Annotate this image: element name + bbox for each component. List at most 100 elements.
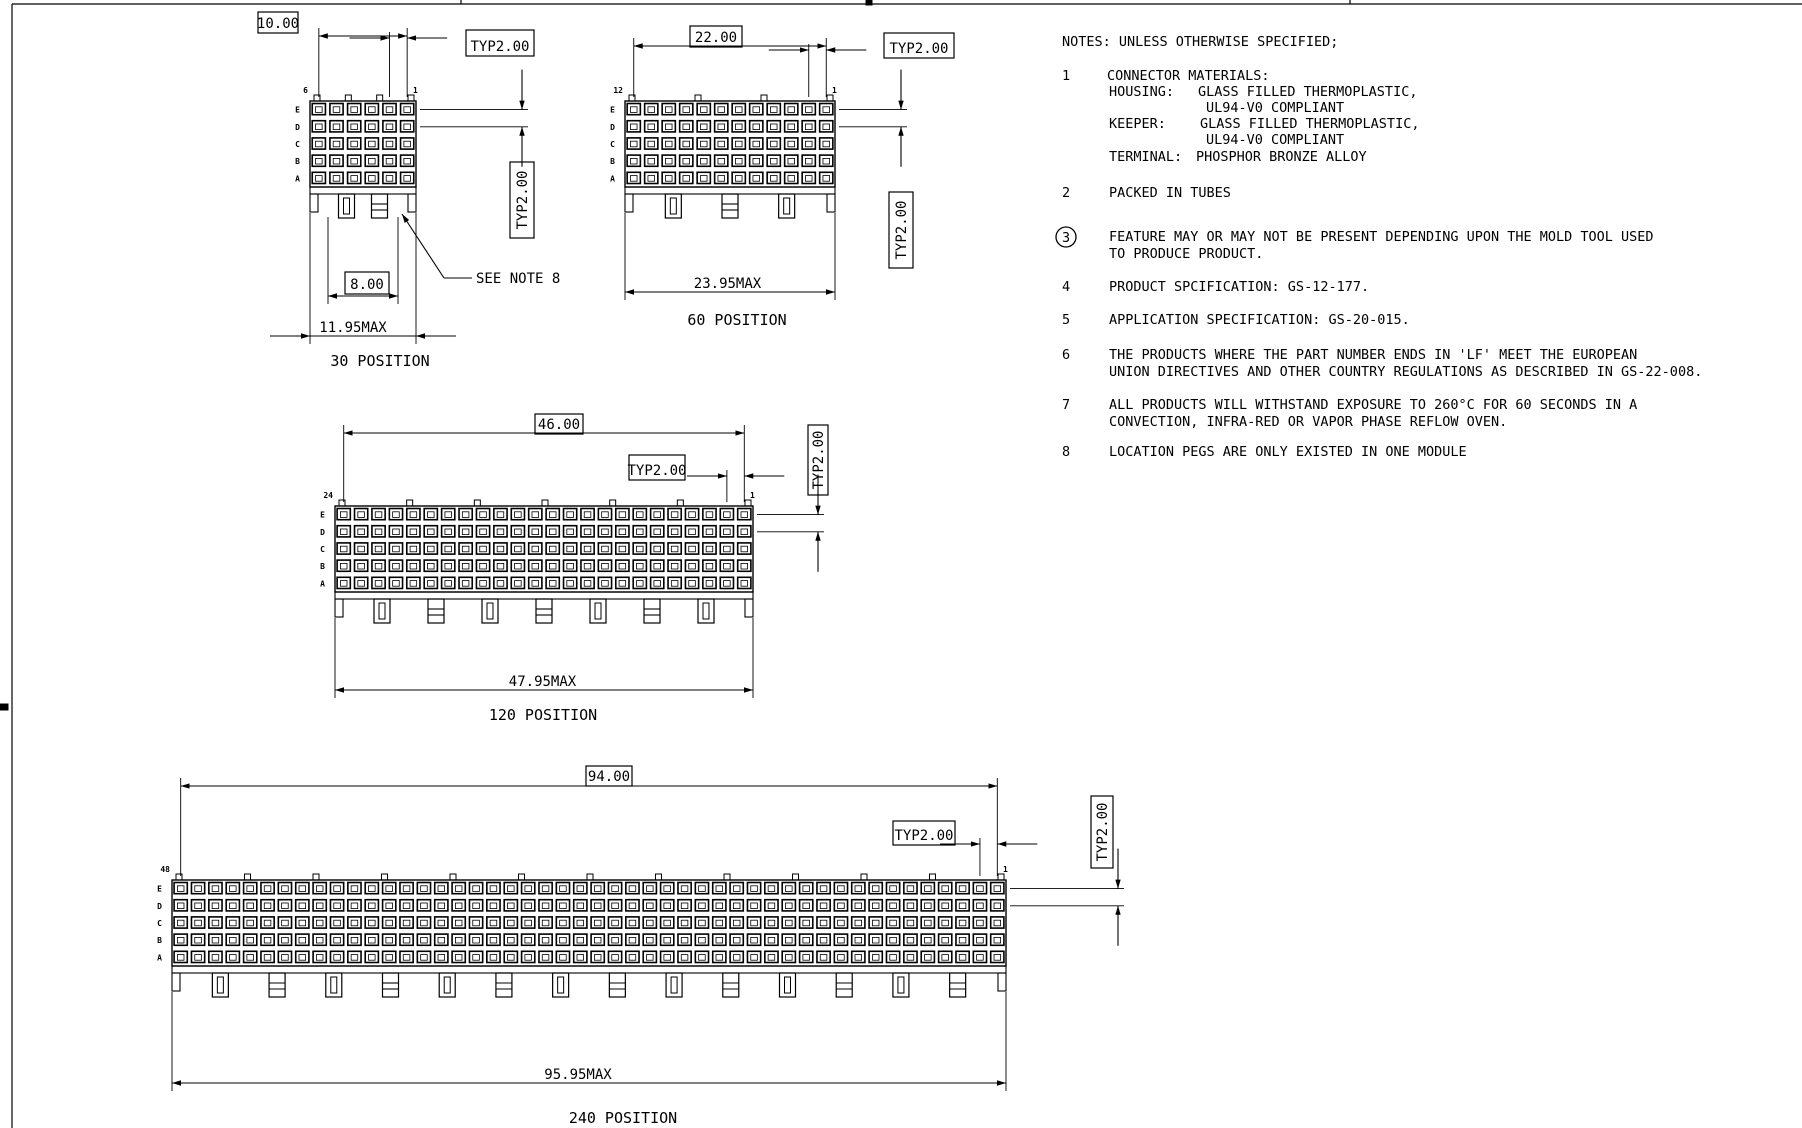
contact-cell: [642, 898, 658, 912]
contact-cell-inner: [593, 885, 602, 892]
note-7-text: ALL PRODUCTS WILL WITHSTAND EXPOSURE TO …: [1109, 397, 1637, 413]
location-peg: [337, 193, 356, 219]
contact-cell-inner: [385, 937, 393, 944]
top-bump: [860, 873, 868, 881]
contact-cell-inner: [263, 919, 272, 927]
contact-cell: [353, 524, 369, 538]
contact-cell-inner: [715, 885, 724, 892]
contact-cell: [920, 898, 936, 912]
contact-cell: [347, 933, 362, 947]
contact-cell-inner: [906, 919, 915, 927]
contact-cell-inner: [705, 545, 714, 553]
contact-cell-inner: [357, 563, 365, 570]
contact-cell: [661, 154, 677, 168]
contact-cell-inner: [787, 157, 795, 165]
contact-cell-inner: [298, 902, 307, 909]
top-bump: [473, 499, 481, 507]
contact-cell: [527, 559, 543, 573]
contact-cell: [486, 916, 501, 929]
contact-cell: [311, 102, 327, 116]
contact-cell-inner: [636, 528, 644, 535]
contact-cell-inner: [647, 175, 655, 182]
contact-cell-inner: [717, 140, 725, 148]
contact-cell: [336, 559, 352, 573]
contact-cell-inner: [496, 528, 505, 535]
contact-cell: [510, 542, 526, 555]
peg-slot: [783, 197, 791, 215]
end-leg: [744, 598, 754, 618]
contact-cell-inner: [437, 954, 446, 961]
contact-cell-inner: [653, 580, 661, 587]
contact-cell: [719, 524, 735, 538]
top-bump: [628, 94, 636, 102]
contact-cell-inner: [368, 140, 376, 148]
top-bump: [655, 873, 662, 881]
contact-cell: [527, 542, 543, 555]
contact-cell-inner: [837, 902, 845, 909]
contact-cell: [555, 898, 571, 912]
contact-cell: [632, 524, 648, 538]
peg-slot: [557, 976, 565, 994]
contact-cell: [527, 576, 543, 590]
contact-cell: [538, 898, 553, 912]
contact-cell: [503, 898, 519, 912]
contact-cell: [816, 916, 831, 929]
contact-cell-inner: [385, 885, 393, 892]
contact-cell-inner: [507, 919, 515, 927]
contact-cell-inner: [646, 954, 654, 961]
typ-horizontal: TYP2.00: [627, 454, 687, 481]
contact-cell-inner: [409, 545, 418, 553]
contact-cell: [661, 137, 677, 150]
contact-cell-inner: [735, 175, 743, 182]
contact-cell-inner: [385, 954, 393, 961]
contact-cell: [783, 119, 799, 133]
contact-cell: [989, 933, 1005, 947]
contact-cell: [816, 950, 831, 964]
contact-cell-inner: [496, 511, 505, 518]
contact-cell-inner: [374, 528, 383, 535]
contact-cell-inner: [402, 919, 411, 927]
contact-cell-inner: [752, 106, 760, 113]
contact-cell: [696, 119, 712, 133]
peg-outline: [325, 972, 343, 998]
contact-cell: [713, 102, 729, 116]
contact-cell-inner: [576, 954, 585, 961]
contact-cell: [225, 950, 241, 964]
location-peg: [589, 598, 607, 624]
contact-cell-inner: [402, 902, 411, 909]
peg-outline: [778, 972, 797, 998]
contact-cell-inner: [647, 140, 655, 148]
typ-horizontal-box: [628, 454, 686, 481]
contact-cell: [798, 950, 814, 964]
note-number: 8: [1062, 444, 1070, 460]
peg-outline: [722, 972, 740, 998]
contact-cell-inner: [628, 954, 637, 961]
typ-horizontal-text: TYP2.00: [889, 41, 948, 57]
note-4-text: PRODUCT SPCIFICATION: GS-12-177.: [1109, 279, 1369, 295]
contact-cell-inner: [752, 123, 760, 130]
pitch-dimension: 94.00: [585, 765, 633, 787]
contact-cell-inner: [618, 563, 627, 570]
contact-cell: [989, 950, 1005, 964]
peg-slot: [330, 976, 338, 994]
contact-cell: [311, 171, 327, 185]
contact-cell: [520, 933, 536, 947]
callout-text: SEE NOTE 8: [476, 271, 560, 287]
contact-cell: [475, 542, 491, 555]
contact-cell: [590, 881, 606, 895]
typ-horizontal: TYP2.00: [465, 29, 535, 57]
contact-cell: [642, 933, 658, 947]
contact-cell-inner: [472, 902, 480, 909]
contact-cell: [955, 933, 970, 947]
contact-cell-inner: [767, 937, 776, 944]
top-bump: [313, 94, 321, 102]
contact-cell: [642, 881, 658, 895]
contact-cell: [399, 154, 415, 168]
contact-cell: [364, 950, 380, 964]
pitch-dimension-text: 10.00: [257, 16, 299, 32]
contact-cell-inner: [750, 885, 758, 892]
contact-cell: [336, 507, 352, 521]
contact-cell: [346, 154, 362, 168]
contact-cell: [972, 898, 988, 912]
